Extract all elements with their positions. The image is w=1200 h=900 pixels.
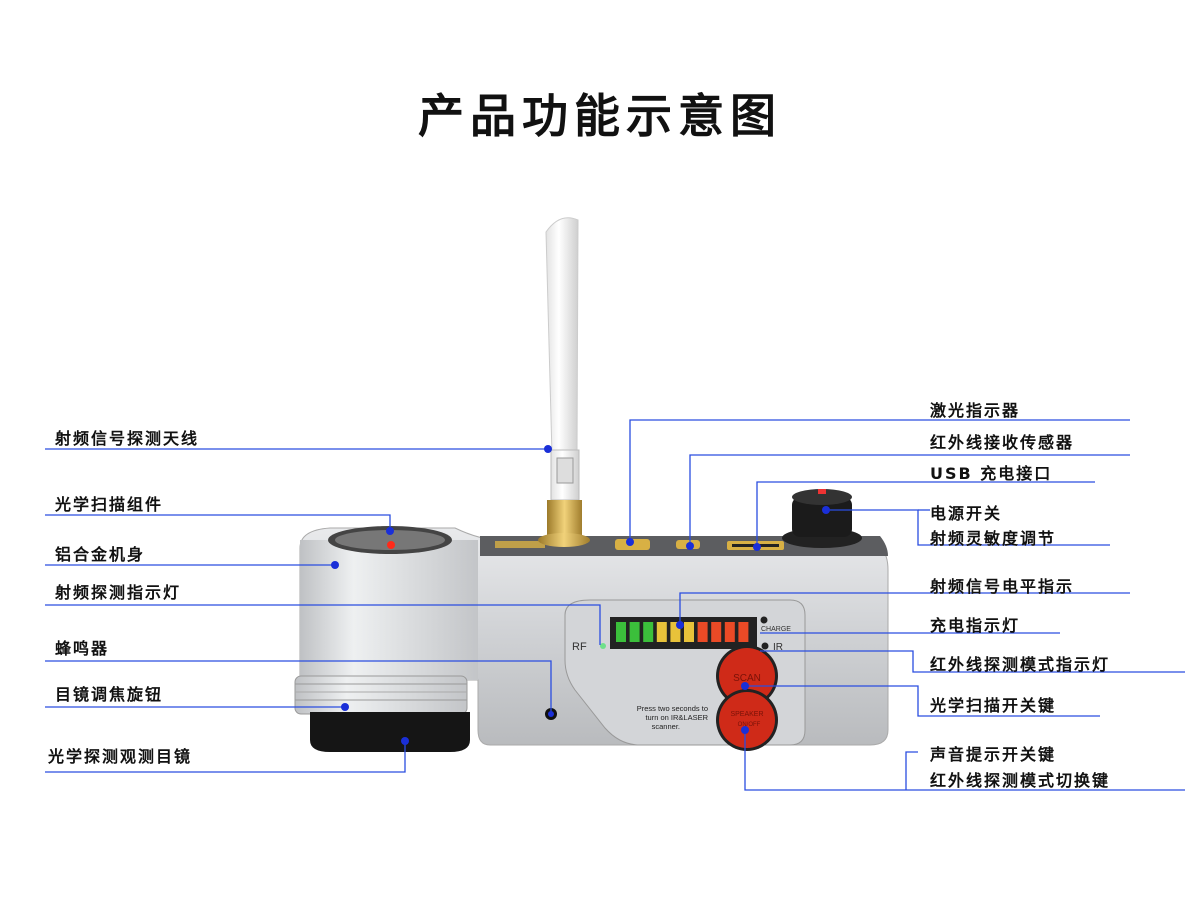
label-rf-led: 射频探测指示灯 (55, 583, 182, 602)
rf-level-led (629, 622, 640, 642)
label-body: 铝合金机身 (55, 545, 146, 564)
rf-level-led (697, 622, 708, 642)
label-rf-level: 射频信号电平指示 (930, 577, 1075, 596)
label-power: 电源开关 (930, 504, 1003, 523)
rf-level-led (656, 622, 667, 642)
rf-level-led (643, 622, 654, 642)
leader-lines (45, 419, 1185, 791)
antenna (538, 217, 590, 547)
charge-label: CHARGE (761, 626, 791, 633)
label-ir-sensor: 红外线接收传感器 (930, 433, 1075, 452)
rf-level-led (738, 622, 749, 642)
instruction-line: Press two seconds to (637, 704, 708, 713)
label-scan-key: 光学扫描开关键 (930, 696, 1057, 715)
label-laser: 激光指示器 (930, 401, 1021, 420)
label-focus-ring: 目镜调焦旋钮 (55, 685, 164, 704)
scan-button[interactable]: SCAN (716, 645, 778, 707)
focus-ring[interactable] (294, 675, 468, 715)
label-antenna: 射频信号探测天线 (55, 429, 200, 448)
label-ir-mode-led: 红外线探测模式指示灯 (930, 655, 1111, 674)
label-sensitivity: 射频灵敏度调节 (930, 529, 1057, 548)
speaker-onoff-label: ON/OFF (738, 722, 761, 728)
instruction-line: turn on IR&LASER (645, 713, 708, 722)
rf-label: RF (572, 641, 587, 653)
label-eyepiece: 光学探测观测目镜 (48, 747, 193, 766)
rf-level-led (684, 622, 694, 642)
label-ir-mode-key: 红外线探测模式切换键 (930, 771, 1111, 790)
speaker-button[interactable]: SPEAKER ON/OFF (716, 689, 778, 751)
optical-scan-window (328, 526, 452, 554)
ir-label: IR (773, 642, 783, 653)
rf-level-led (670, 622, 681, 642)
speaker-label: SPEAKER (730, 711, 763, 718)
power-sensitivity-knob[interactable] (782, 489, 862, 548)
instruction-line: scanner. (652, 722, 680, 731)
label-speaker-key: 声音提示开关键 (930, 745, 1057, 764)
page-title: 产品功能示意图 (418, 89, 782, 143)
rf-indicator-led (600, 643, 606, 649)
label-charge-led: 充电指示灯 (930, 616, 1021, 635)
rf-level-led (711, 622, 722, 642)
scan-button-label: SCAN (733, 673, 761, 684)
rf-level-led (616, 622, 626, 642)
label-optical-scan: 光学扫描组件 (55, 495, 164, 514)
control-panel: RF CHARGE IR SCAN SPEAKER ON/OFF Press t… (545, 599, 806, 751)
eyepiece (310, 712, 470, 752)
leader-dots (331, 445, 830, 745)
label-usb: USB 充电接口 (930, 464, 1053, 483)
label-buzzer: 蜂鸣器 (55, 639, 110, 658)
charge-led (760, 616, 768, 624)
rf-level-led (724, 622, 735, 642)
ir-led (761, 642, 769, 650)
